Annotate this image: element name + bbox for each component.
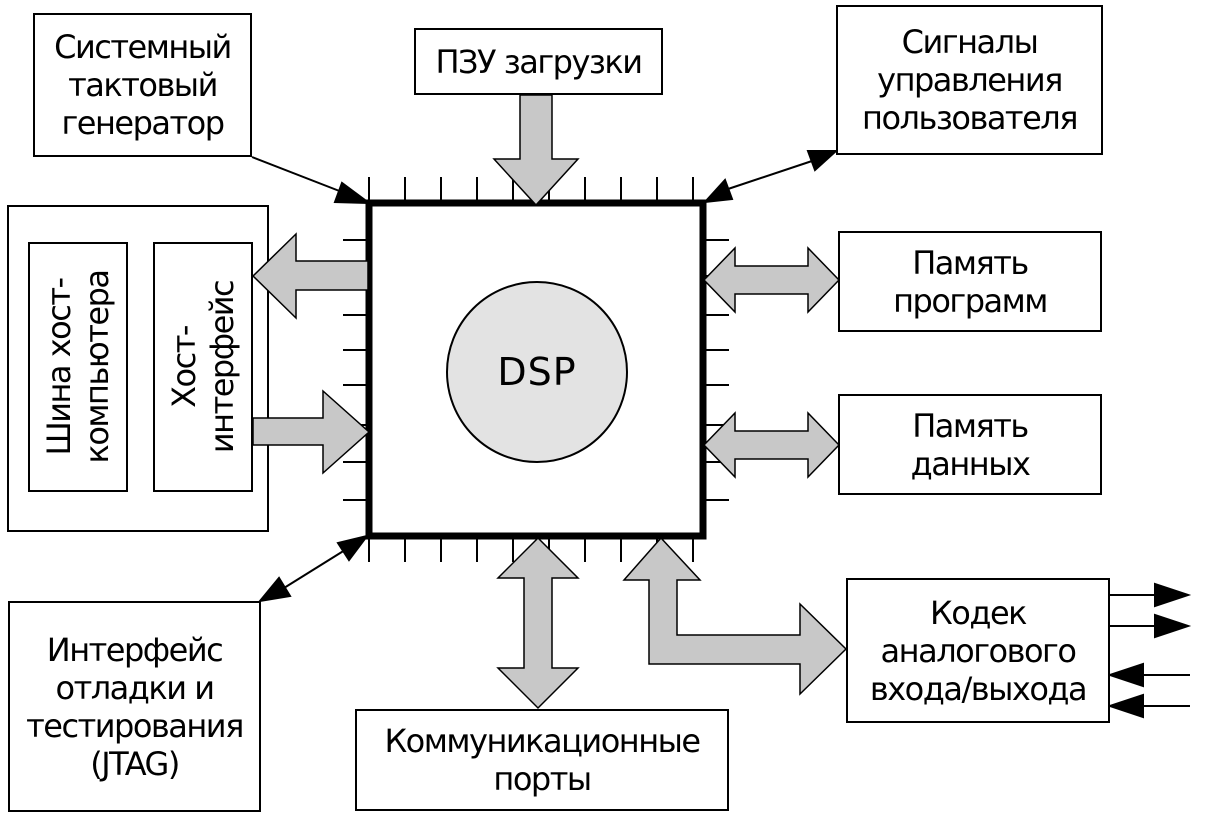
codec-label-line-3: входа/выхода <box>869 669 1088 708</box>
boot-rom-box: ПЗУ загрузки <box>414 28 663 95</box>
data-memory-arrow <box>702 411 841 479</box>
user-signals-arrowhead-out <box>806 150 839 172</box>
program-memory-arrow <box>702 246 841 314</box>
jtag-label-line-4: (JTAG) <box>90 744 180 783</box>
data-memory-label-line-2: данных <box>910 444 1031 483</box>
host-bus-label-line-1: Шина хост- <box>40 278 78 456</box>
user-signals-label-line-2: управления <box>877 61 1063 99</box>
host-interface-label-line-1: Хост- <box>165 326 203 408</box>
codec-box: Кодек аналогового входа/выхода <box>846 578 1110 723</box>
user-signals-arrow-line <box>727 160 813 190</box>
comm-ports-label-line-2: порты <box>493 760 592 798</box>
dsp-to-host-arrow <box>251 232 369 320</box>
program-memory-label-line-2: программ <box>893 281 1048 320</box>
codec-label-line-2: аналогового <box>880 631 1077 670</box>
codec-input-arrowhead-1 <box>1106 662 1144 688</box>
user-signals-label-line-3: пользователя <box>862 99 1078 137</box>
jtag-box: Интерфейс отладки и тестирования (JTAG) <box>8 601 261 812</box>
jtag-label-line-1: Интерфейс <box>46 630 224 669</box>
jtag-arrow-line <box>283 549 346 589</box>
clock-arrowhead <box>333 181 373 205</box>
codec-label-line-1: Кодек <box>930 593 1027 632</box>
program-memory-label-line-1: Память <box>912 243 1029 282</box>
codec-output-arrowhead-1 <box>1154 582 1192 608</box>
clock-generator-box: Системный тактовый генератор <box>33 13 252 157</box>
jtag-label-line-3: тестирования <box>26 706 244 745</box>
host-bus-label: Шина хост- компьютера <box>40 270 116 463</box>
host-interface-label-line-2: интерфейс <box>203 280 241 454</box>
comm-ports-arrow <box>496 536 580 710</box>
comm-ports-box: Коммуникационные порты <box>355 709 729 811</box>
jtag-arrowhead-out <box>257 576 292 603</box>
boot-rom-label: ПЗУ загрузки <box>435 42 643 81</box>
host-interface-label: Хост- интерфейс <box>165 281 241 453</box>
codec-output-arrowhead-2 <box>1154 613 1192 639</box>
clock-label-line-2: тактовый <box>68 66 218 104</box>
codec-input-arrowhead-2 <box>1106 693 1144 719</box>
data-memory-label-line-1: Память <box>912 406 1029 445</box>
user-signals-arrowhead-in <box>702 178 734 204</box>
user-signals-label-line-1: Сигналы <box>901 23 1039 61</box>
clock-label-line-3: генератор <box>61 104 225 142</box>
host-interface-box: Хост- интерфейс <box>153 242 253 492</box>
jtag-arrowhead-in <box>336 534 370 562</box>
clock-label-line-1: Системный <box>54 28 232 66</box>
comm-ports-label-line-1: Коммуникационные <box>384 722 701 760</box>
host-to-dsp-arrow <box>252 389 371 475</box>
data-memory-box: Память данных <box>838 394 1102 495</box>
host-bus-box: Шина хост- компьютера <box>28 242 128 492</box>
clock-arrow-line <box>251 156 343 193</box>
host-bus-label-line-2: компьютера <box>78 270 116 464</box>
program-memory-box: Память программ <box>838 231 1102 332</box>
dsp-core-circle <box>446 281 628 463</box>
codec-arrow <box>622 536 848 696</box>
boot-rom-arrow <box>492 94 580 207</box>
jtag-label-line-2: отладки и <box>55 668 216 707</box>
user-signals-box: Сигналы управления пользователя <box>836 5 1103 155</box>
